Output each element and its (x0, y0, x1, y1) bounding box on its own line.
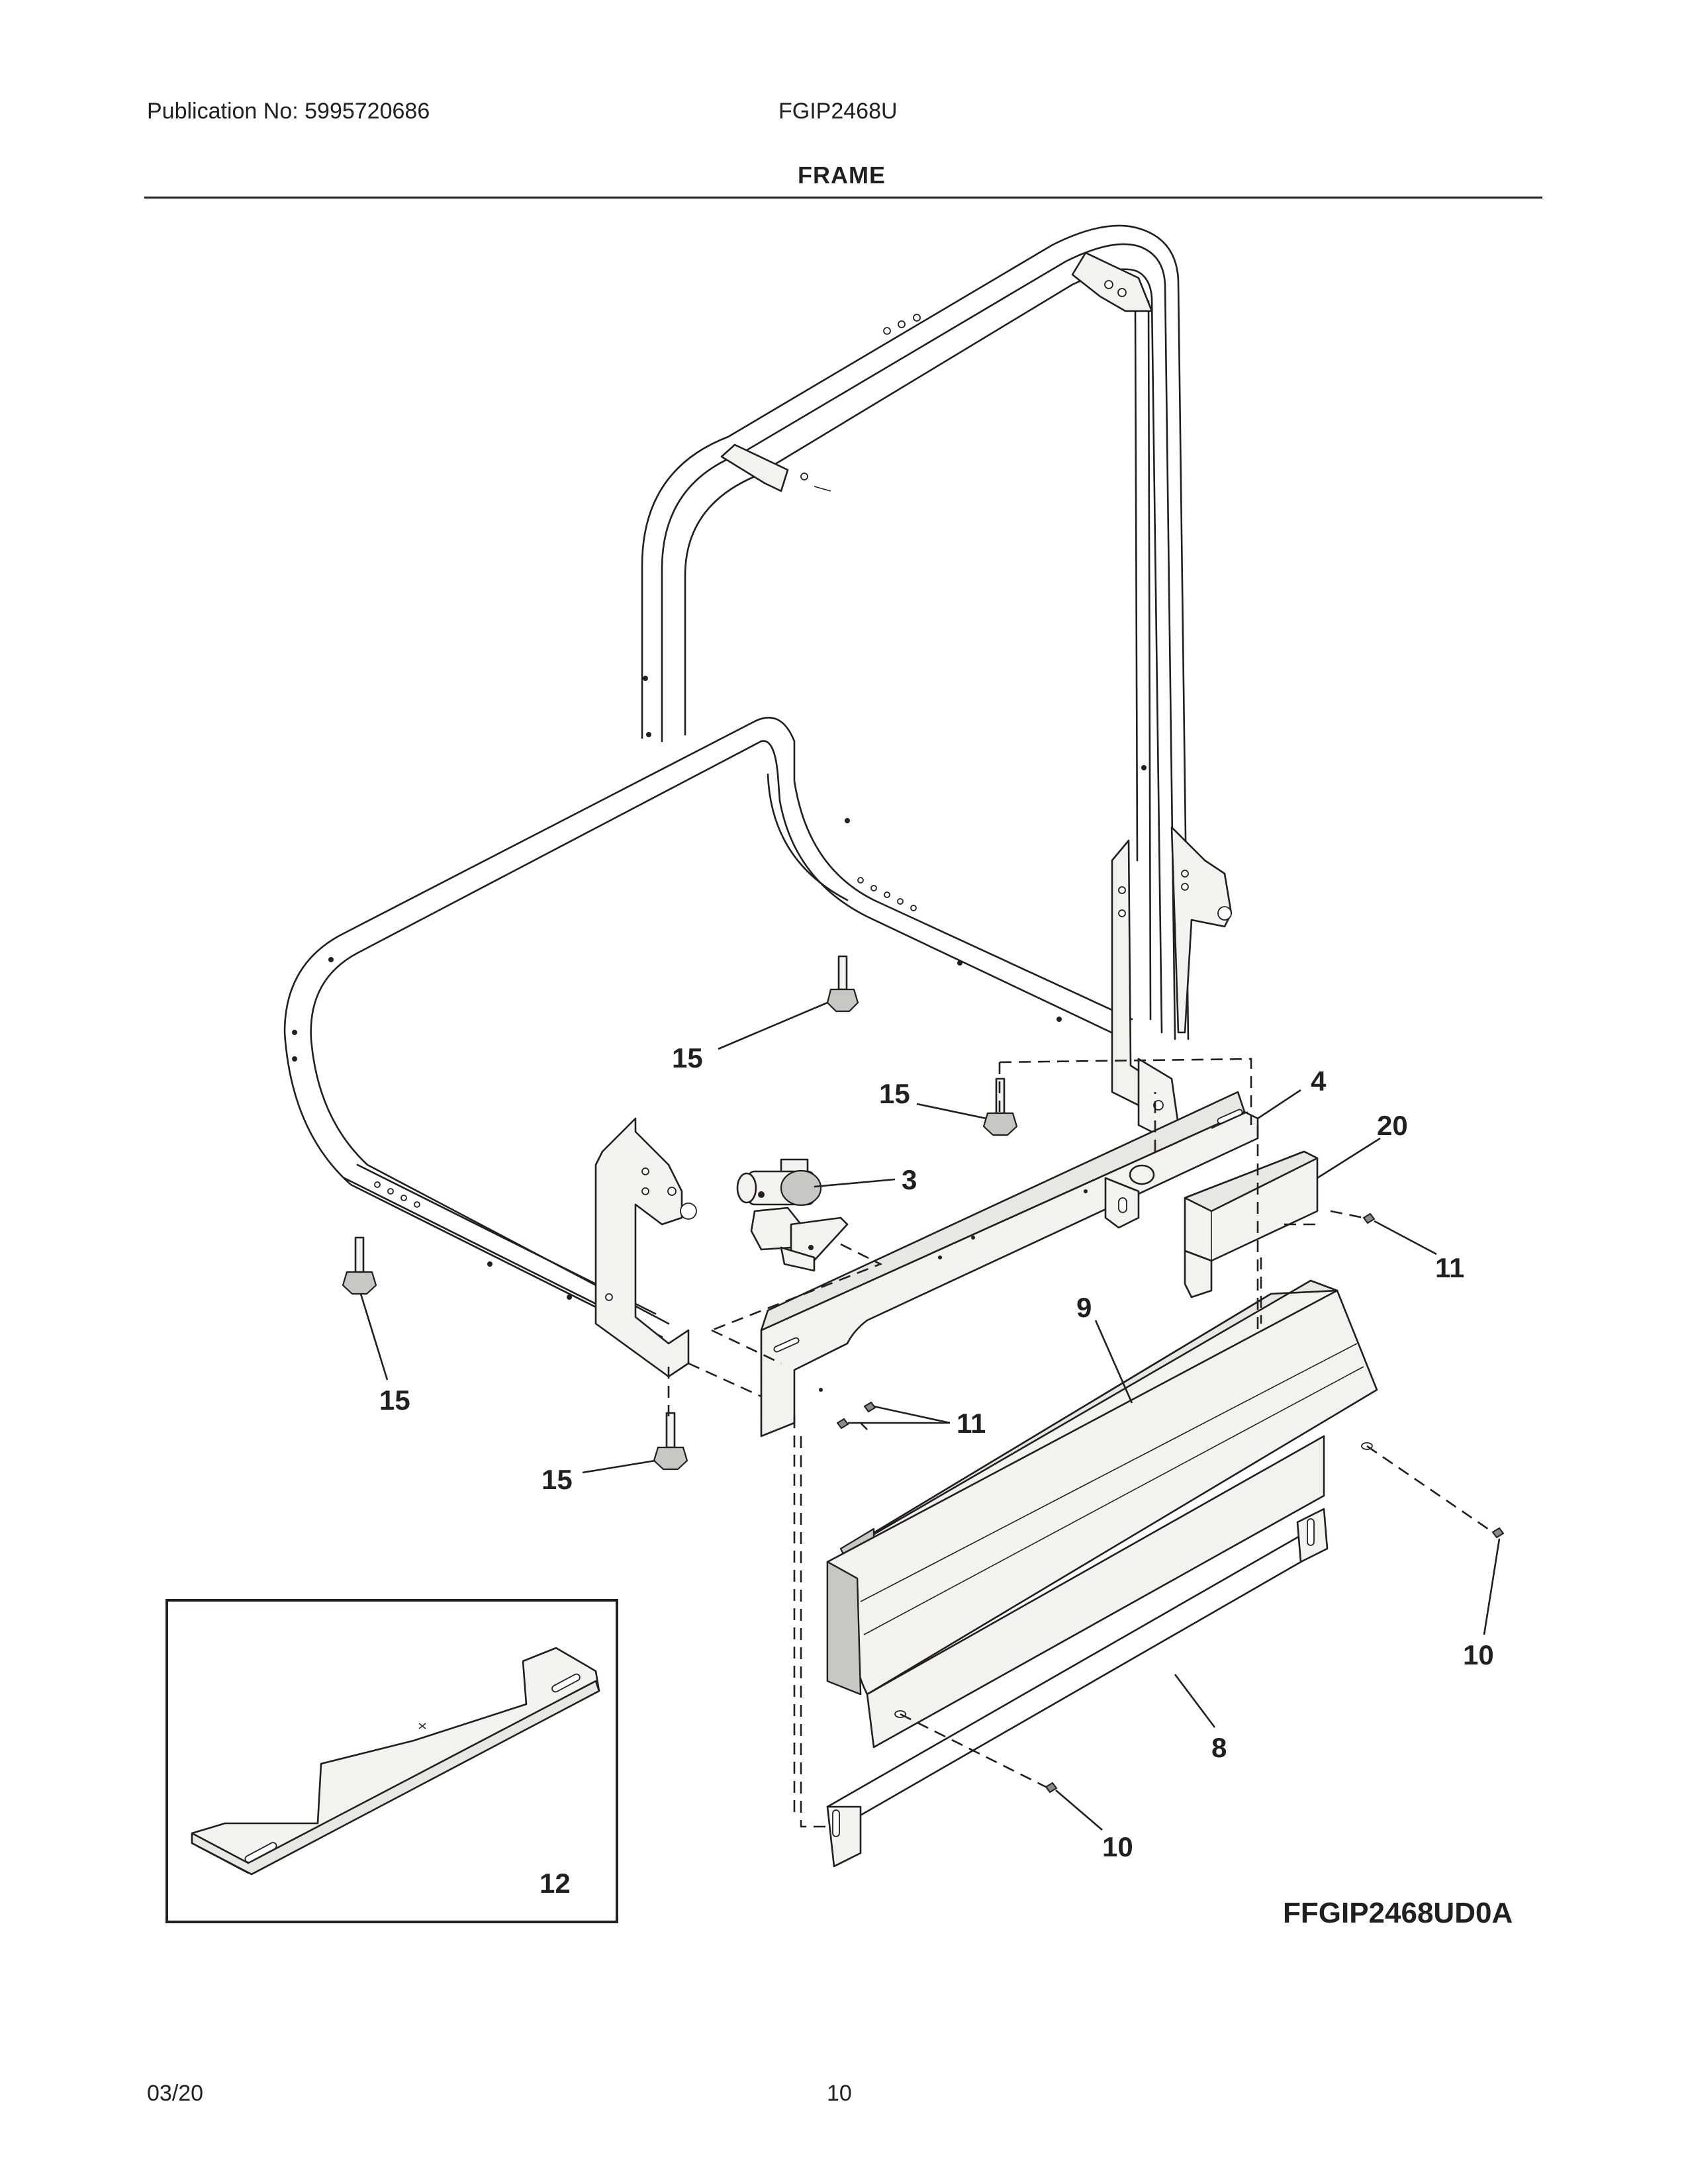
callout-insert-part: 12 (539, 1868, 571, 1899)
publication-date: 03/20 (147, 2081, 204, 2106)
callout-leg-left-upper: 15 (672, 1042, 703, 1073)
callout-labels: 15 15 15 15 4 3 20 11 11 9 10 8 10 12 FF… (379, 1042, 1513, 1929)
header-divider (144, 197, 1542, 199)
publication-number: Publication No: 5995720686 (147, 99, 430, 124)
callout-toe-kick-panel: 8 (1211, 1732, 1227, 1763)
toe-kick-panel (826, 1289, 1378, 1868)
mounting-rail (760, 1091, 1259, 1437)
callout-mounting-rail: 4 (1311, 1066, 1327, 1097)
figure-code: FFGIP2468UD0A (1283, 1897, 1513, 1929)
leveling-legs (342, 955, 1018, 1471)
section-title: FRAME (798, 161, 886, 189)
inlet-valve (736, 1158, 849, 1272)
callout-leg-front: 15 (541, 1464, 573, 1495)
leg-center (982, 1077, 1018, 1136)
leg-left-lower (342, 1236, 377, 1295)
screws (836, 1212, 1505, 1794)
leg-front (653, 1412, 688, 1471)
callout-screw-right: 11 (1435, 1252, 1464, 1283)
model-number: FGIP2468U (778, 99, 898, 124)
inset-part-12 (165, 1599, 618, 1923)
upper-frame (641, 224, 1190, 1040)
leg-left-upper (826, 955, 859, 1013)
callout-cover: 20 (1377, 1110, 1408, 1141)
callout-valve: 3 (902, 1164, 917, 1195)
callout-screw-lower: 10 (1102, 1831, 1133, 1862)
callout-screw-lower-right: 10 (1463, 1639, 1494, 1670)
callout-leg-left-lower: 15 (379, 1385, 410, 1416)
callout-toe-kick-bracket: 9 (1076, 1292, 1092, 1323)
page-number: 10 (827, 2081, 852, 2106)
base-frame (283, 717, 1233, 1378)
callout-leg-center: 15 (879, 1078, 910, 1109)
leader-lines (359, 1001, 1501, 1831)
assembly-lines (667, 1058, 1493, 1828)
callout-screw-rail: 11 (957, 1408, 986, 1439)
cover (1184, 1150, 1319, 1298)
